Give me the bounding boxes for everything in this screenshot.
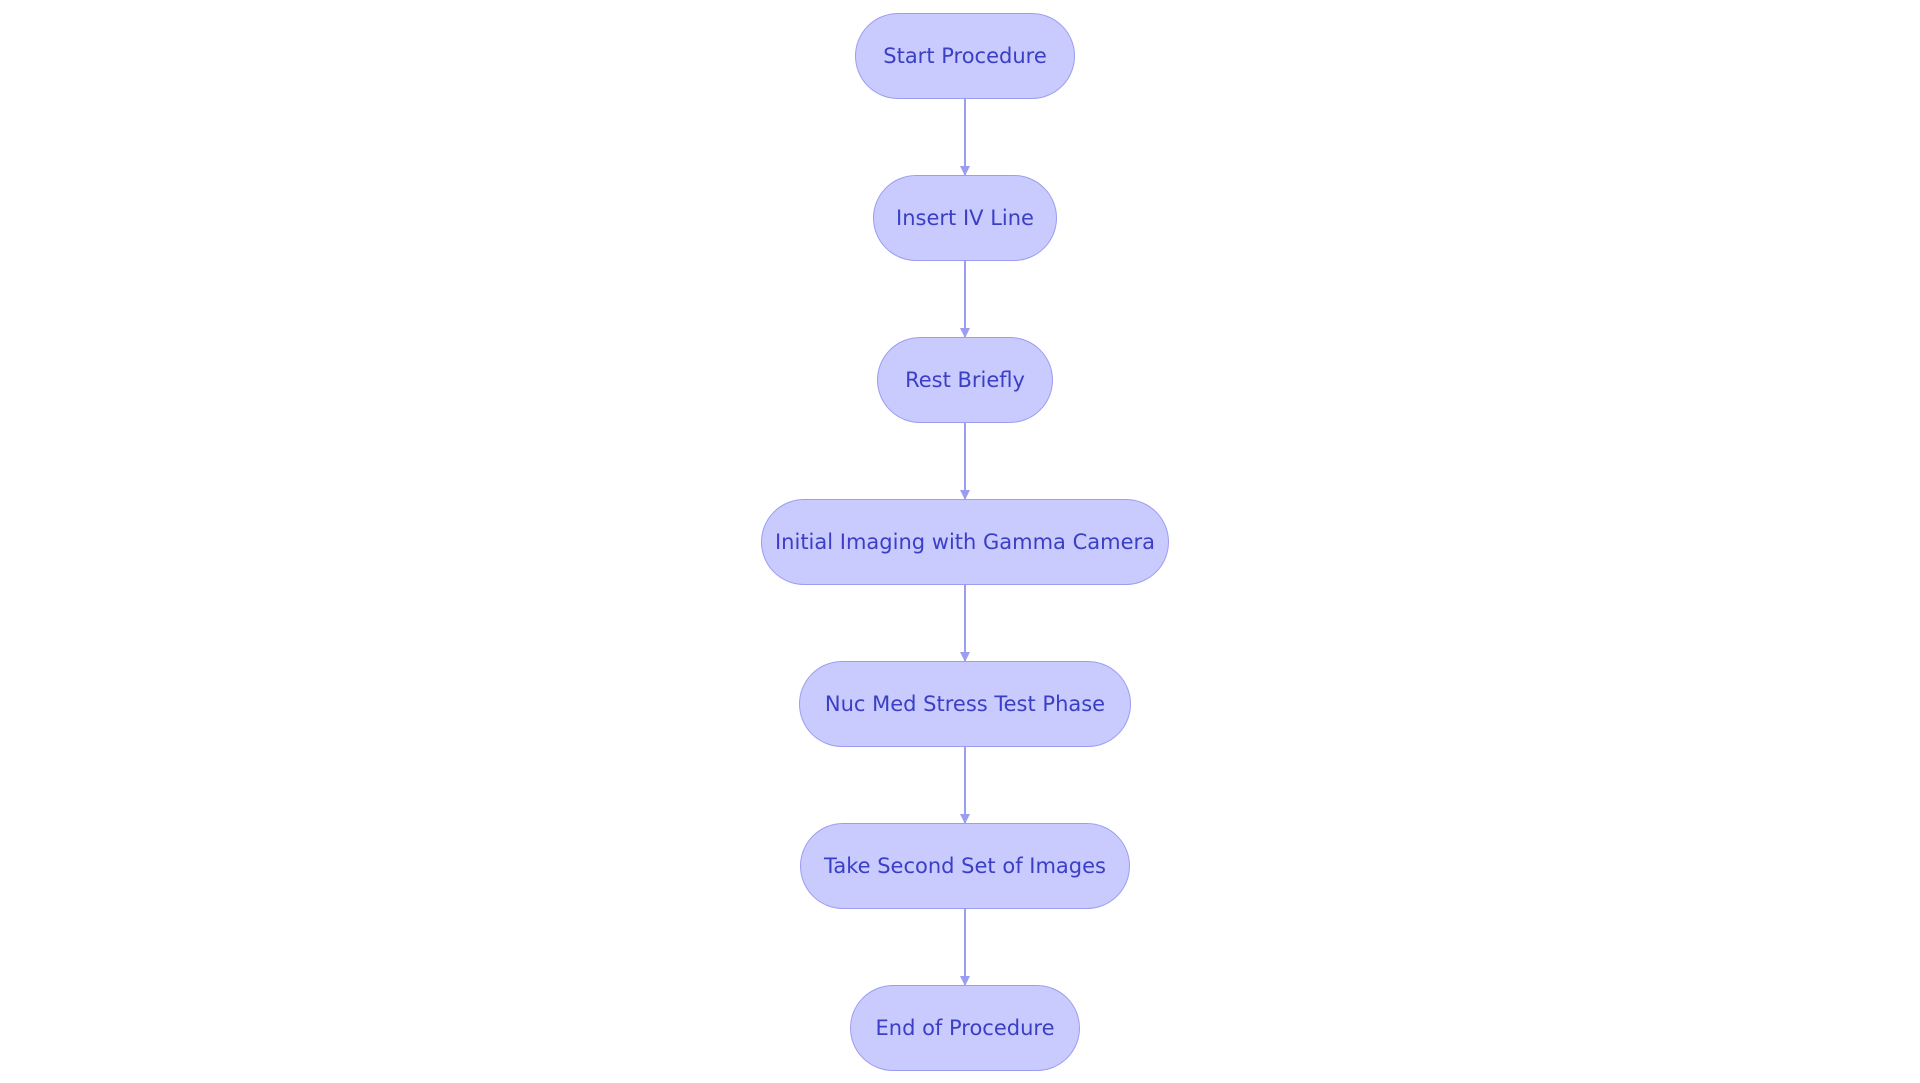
node-end-procedure: End of Procedure <box>850 985 1080 1071</box>
node-second-images: Take Second Set of Images <box>800 823 1130 909</box>
node-label: Insert IV Line <box>896 206 1034 230</box>
node-label: Rest Briefly <box>905 368 1025 392</box>
node-rest-briefly: Rest Briefly <box>877 337 1053 423</box>
node-label: Take Second Set of Images <box>824 854 1106 878</box>
node-stress-test-phase: Nuc Med Stress Test Phase <box>799 661 1131 747</box>
node-label: Start Procedure <box>883 44 1047 68</box>
node-insert-iv-line: Insert IV Line <box>873 175 1057 261</box>
node-label: Initial Imaging with Gamma Camera <box>774 530 1156 554</box>
node-start-procedure: Start Procedure <box>855 13 1075 99</box>
node-initial-imaging: Initial Imaging with Gamma Camera <box>761 499 1169 585</box>
node-label: Nuc Med Stress Test Phase <box>824 692 1106 716</box>
node-label: End of Procedure <box>875 1016 1055 1040</box>
